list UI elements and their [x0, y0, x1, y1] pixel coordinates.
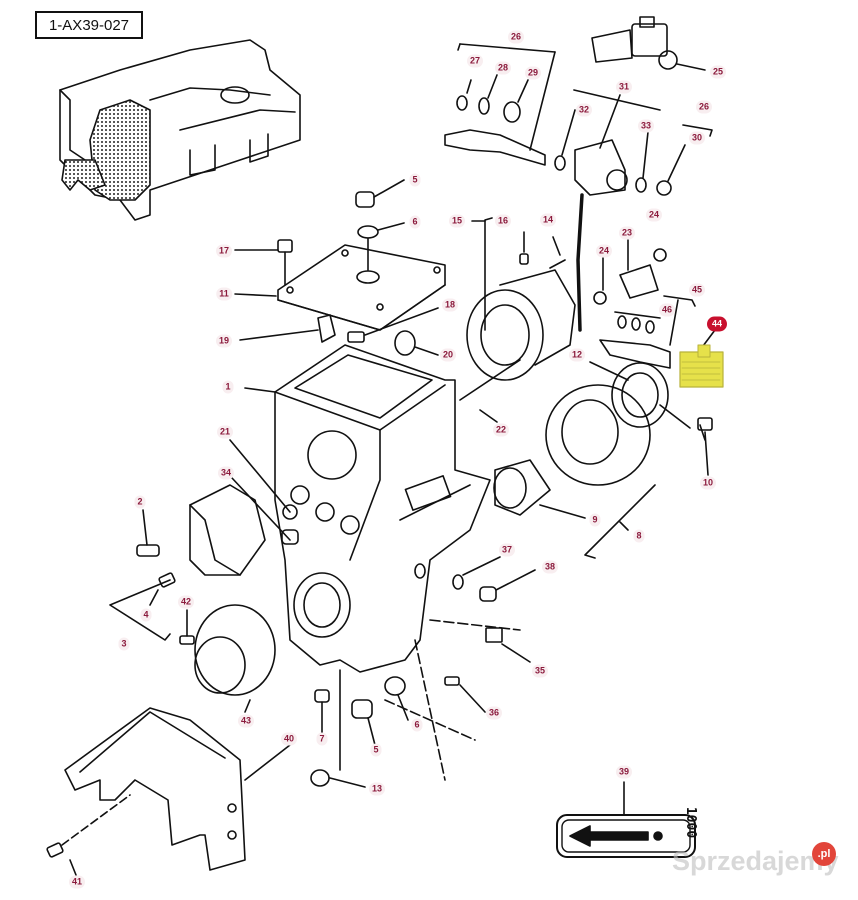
flange-43: [179, 604, 276, 713]
highlighted-part-44: [679, 351, 724, 388]
flange-3: [109, 439, 299, 641]
flange-8: [493, 361, 713, 559]
callout-39: 39: [615, 765, 633, 779]
callout-17: 17: [215, 244, 233, 258]
sticker-39: [556, 781, 696, 858]
callout-3: 3: [118, 637, 130, 651]
hub-15: [459, 217, 576, 423]
callout-18: 18: [441, 298, 459, 312]
callout-22: 22: [492, 423, 510, 437]
sticker-text: 1000: [683, 806, 699, 839]
callout-4: 4: [140, 608, 152, 622]
callout-10: 10: [699, 476, 717, 490]
callout-36: 36: [485, 706, 503, 720]
callout-42: 42: [177, 595, 195, 609]
arrow-left-icon: [569, 825, 649, 847]
callout-34: 34: [217, 466, 235, 480]
solenoid-valve-25: [591, 16, 706, 71]
callout-46: 46: [658, 303, 676, 317]
callout-24: 24: [645, 208, 663, 222]
callout-30: 30: [688, 131, 706, 145]
cover-plate-11: [234, 179, 446, 331]
callout-9: 9: [589, 513, 601, 527]
callout-43: 43: [237, 714, 255, 728]
guard-40: [46, 707, 291, 876]
callout-12: 12: [568, 348, 586, 362]
callout-20: 20: [439, 348, 457, 362]
callout-29: 29: [524, 66, 542, 80]
callout-32: 32: [575, 103, 593, 117]
watermark-text: Sprzedajemy: [672, 846, 839, 876]
callout-26: 26: [695, 100, 713, 114]
callout-7: 7: [316, 732, 328, 746]
bottom-parts: [310, 556, 536, 788]
callout-21: 21: [216, 425, 234, 439]
callout-25: 25: [709, 65, 727, 79]
bracket-19: [239, 307, 439, 356]
right-parts: [593, 239, 716, 369]
callout-40: 40: [280, 732, 298, 746]
callout-2: 2: [134, 495, 146, 509]
callout-16: 16: [494, 214, 512, 228]
callout-45: 45: [688, 283, 706, 297]
callout-28: 28: [494, 61, 512, 75]
callout-26: 26: [507, 30, 525, 44]
callout-5: 5: [370, 743, 382, 757]
callout-37: 37: [498, 543, 516, 557]
tractor-frame-inset: [59, 39, 301, 221]
callout-8: 8: [633, 529, 645, 543]
asterisk-icon: [653, 831, 663, 841]
callout-19: 19: [215, 334, 233, 348]
callout-15: 15: [448, 214, 466, 228]
callout-35: 35: [531, 664, 549, 678]
callout-33: 33: [637, 119, 655, 133]
callout-31: 31: [615, 80, 633, 94]
valve-stem-assembly: [444, 43, 556, 166]
callout-5: 5: [409, 173, 421, 187]
callout-24: 24: [595, 244, 613, 258]
callout-44-highlighted[interactable]: 44: [706, 316, 728, 332]
watermark-badge: .pl: [812, 842, 836, 866]
callout-41: 41: [68, 875, 86, 889]
callout-6: 6: [411, 718, 423, 732]
callout-14: 14: [539, 213, 557, 227]
callout-1: 1: [222, 380, 234, 394]
callout-38: 38: [541, 560, 559, 574]
callout-11: 11: [216, 287, 232, 301]
reference-code: 1-AX39-027: [35, 11, 143, 39]
callout-23: 23: [618, 226, 636, 240]
callout-6: 6: [409, 215, 421, 229]
callout-13: 13: [368, 782, 386, 796]
main-housing-1: [244, 344, 491, 673]
callout-27: 27: [466, 54, 484, 68]
solenoid-31: [554, 89, 713, 332]
